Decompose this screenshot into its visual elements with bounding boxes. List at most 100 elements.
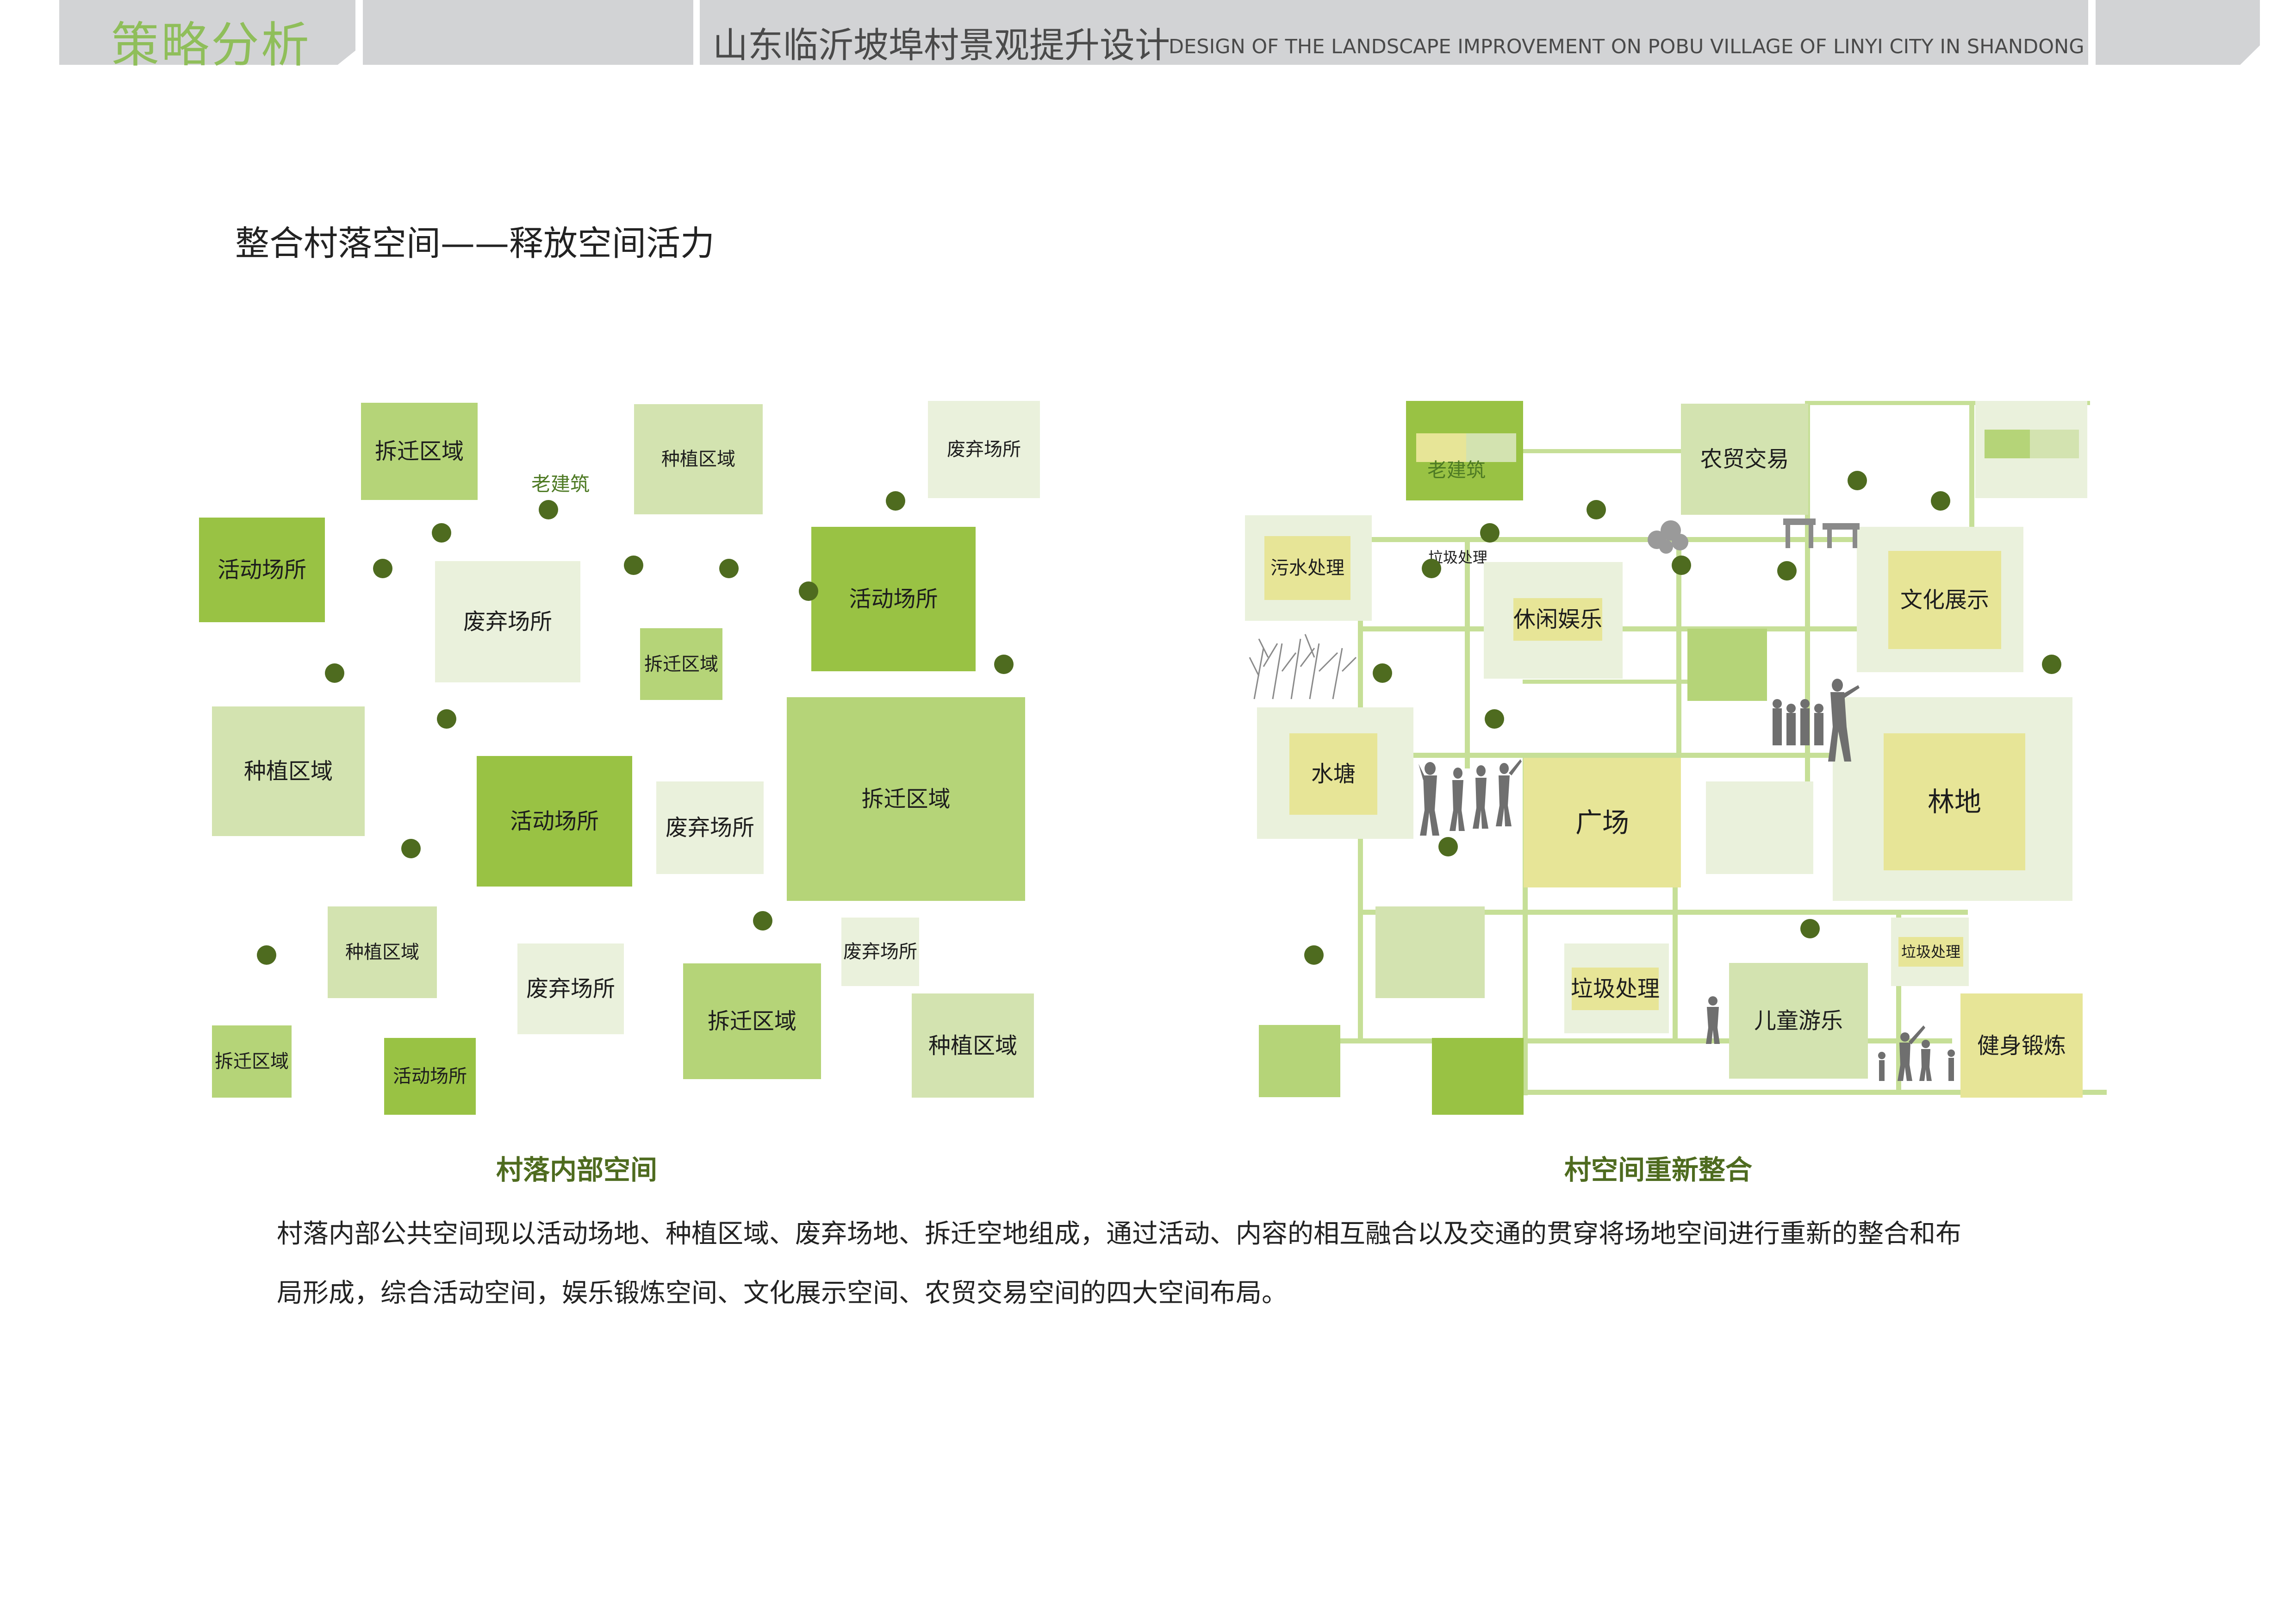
old-building-dot: [373, 559, 392, 578]
left-diagram-caption: 村落内部空间: [496, 1154, 658, 1186]
block-label: 污水处理: [1270, 557, 1344, 579]
road: [1673, 880, 1678, 1043]
old-building-label: 老建筑: [531, 473, 590, 495]
block-square: 广场: [1524, 758, 1681, 887]
block-label: 种植区域: [661, 449, 735, 470]
block-label: 拆迁区域: [644, 653, 718, 675]
block-label: 拆迁区域: [374, 438, 464, 464]
block-planting-1: 种植区域: [634, 404, 763, 514]
old-building-dot: [401, 839, 421, 858]
block-label: 农贸交易: [1700, 446, 1789, 472]
old-building-dot: [2042, 655, 2061, 674]
block-leisure-inner: 休闲娱乐: [1513, 598, 1602, 641]
block-relocation-5: 拆迁区域: [212, 1025, 292, 1098]
right-diagram-caption: 村空间重新整合: [1564, 1154, 1753, 1186]
old-building-dot: [886, 491, 905, 511]
tree-cluster-icon: [1648, 520, 1688, 554]
road: [1969, 401, 1974, 535]
old-building-dot: [1373, 663, 1392, 683]
block-label: 废弃场所: [526, 976, 615, 1002]
old-building-dot: [624, 556, 643, 575]
road: [1676, 537, 1681, 755]
block-label: 广场: [1575, 807, 1629, 838]
block-activity-4: 活动场所: [384, 1038, 476, 1115]
block-woodland-inner: 林地: [1884, 733, 2025, 870]
child-silhouette-icon: [1706, 996, 1720, 1044]
block-garbage-small-inner: 垃圾处理: [1898, 937, 1963, 967]
block-inner: [1466, 433, 1516, 462]
block-label: 拆迁区域: [861, 786, 951, 812]
header-bar-main: [700, 0, 2088, 65]
block-relocation-2: 拆迁区域: [640, 628, 722, 700]
old-building-dot: [437, 709, 456, 729]
block-greenery: [1687, 629, 1767, 701]
block-greenery: [1375, 906, 1485, 998]
old-building-dot: [1777, 561, 1797, 581]
block-label: 废弃场所: [463, 609, 552, 635]
block-label: 休闲娱乐: [1513, 606, 1603, 632]
block-inner: [1416, 433, 1466, 462]
block-label: 种植区域: [243, 758, 333, 784]
section-tag: 策略分析: [111, 17, 311, 73]
old-building-dot: [1587, 500, 1606, 519]
block-culture-inner: 文化展示: [1888, 551, 2001, 649]
description-line-2: 局形成，综合活动空间，娱乐锻炼空间、文化展示空间、农贸交易空间的四大空间布局。: [277, 1278, 1288, 1308]
block-label: 活动场所: [217, 557, 306, 583]
block-abandoned-3: 废弃场所: [656, 781, 764, 874]
block-garbage-inner: 垃圾处理: [1571, 968, 1660, 1010]
block-children: 儿童游乐: [1729, 963, 1868, 1079]
old-building-dot: [539, 500, 558, 519]
block-label: 活动场所: [393, 1066, 467, 1087]
road: [1465, 537, 1470, 768]
old-building-dot: [1848, 471, 1867, 490]
bench-silhouette-icon: [1783, 518, 1860, 548]
block-label: 垃圾处理: [1901, 943, 1960, 961]
block-pond-inner: 水塘: [1289, 733, 1377, 815]
road: [1405, 753, 1977, 758]
old-building-dot: [799, 581, 818, 601]
crowd-silhouette-icon: [1773, 679, 1860, 762]
block-inner: [2030, 430, 2079, 458]
block-label: 拆迁区域: [215, 1051, 289, 1072]
family-silhouette-icon: [1878, 1025, 1955, 1081]
block-activity-3: 活动场所: [477, 756, 632, 887]
block-abandoned-4: 废弃场所: [517, 943, 624, 1034]
block-pale: [1706, 781, 1813, 874]
block-activity-1: 活动场所: [199, 518, 325, 622]
old-building-dot: [753, 911, 772, 931]
block-relocation-3: 拆迁区域: [787, 697, 1025, 901]
block-activity-2: 活动场所: [811, 527, 976, 671]
road: [1805, 401, 1810, 794]
old-building-dot: [1800, 919, 1820, 938]
block-label: 种植区域: [928, 1032, 1017, 1059]
block-label: 水塘: [1311, 761, 1356, 787]
road: [1523, 680, 1708, 684]
block-label: 种植区域: [345, 942, 419, 963]
old-building-dot: [1672, 556, 1691, 575]
old-building-dot: [1480, 523, 1500, 543]
crowd-silhouette-icon: [1419, 759, 1522, 836]
block-relocation-1: 拆迁区域: [361, 403, 478, 500]
road: [1359, 910, 1968, 915]
block-label: 健身锻炼: [1977, 1032, 2066, 1059]
block-label: 活动场所: [510, 808, 599, 834]
project-subtitle: DESIGN OF THE LANDSCAPE IMPROVEMENT ON P…: [1169, 35, 2084, 58]
block-label: 垃圾处理: [1571, 976, 1660, 1002]
block-label: 拆迁区域: [707, 1008, 796, 1034]
block-label: 林地: [1927, 786, 1981, 818]
block-sewage-inner: 污水处理: [1264, 536, 1350, 600]
road: [1472, 449, 1694, 453]
road: [1363, 537, 2021, 542]
block-label: 废弃场所: [665, 815, 754, 841]
road: [1524, 1090, 2107, 1095]
old-building-dot: [432, 523, 451, 543]
road: [1523, 753, 1528, 1095]
block-fitness: 健身锻炼: [1960, 993, 2083, 1098]
block-planting-3: 种植区域: [328, 906, 437, 998]
old-building-dot: [994, 655, 1014, 674]
old-building-dot: [719, 559, 739, 578]
block-planting-2: 种植区域: [212, 706, 365, 836]
block-greenery: [1259, 1025, 1340, 1097]
header-bar-right: [2096, 0, 2260, 65]
header-bar-left: [363, 0, 693, 65]
